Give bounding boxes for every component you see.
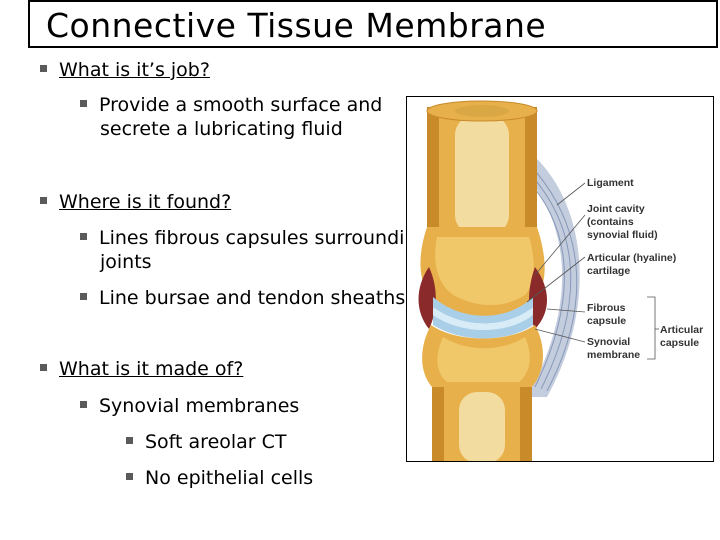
articular-cartilage-upper xyxy=(433,297,533,324)
label-joint-cavity-2: (contains xyxy=(587,216,634,228)
lower-bone xyxy=(422,325,543,461)
answer-job: Provide a smooth surface and xyxy=(80,93,382,117)
label-articular-cartilage: Articular (hyaline) xyxy=(587,252,676,264)
question-found: Where is it found? xyxy=(40,190,231,214)
upper-bone xyxy=(420,100,545,317)
bullet-icon xyxy=(40,364,47,371)
label-articular-cartilage-2: cartilage xyxy=(587,265,630,277)
answer-found-2: Line bursae and tendon sheaths xyxy=(80,286,405,310)
question-text: What is it made of? xyxy=(59,358,244,380)
bullet-icon xyxy=(126,473,133,480)
label-articular-capsule: Articular xyxy=(660,324,703,336)
answer-text: joints xyxy=(100,251,152,273)
bullet-icon xyxy=(80,293,87,300)
title-box: Connective Tissue Membrane xyxy=(28,0,718,48)
synovial-joint-diagram: Ligament Joint cavity (contains synovial… xyxy=(418,100,703,461)
label-articular-capsule-2: capsule xyxy=(660,337,699,349)
bullet-icon xyxy=(80,233,87,240)
label-joint-cavity: Joint cavity xyxy=(587,203,645,215)
bullet-icon xyxy=(126,437,133,444)
label-joint-cavity-3: synovial fluid) xyxy=(587,229,658,241)
answer-text: secrete a lubricating fluid xyxy=(100,118,343,140)
question-made-of: What is it made of? xyxy=(40,357,243,381)
label-ligament: Ligament xyxy=(587,177,634,189)
synovial-membrane-left xyxy=(418,267,436,329)
bullet-icon xyxy=(80,401,87,408)
question-text: Where is it found? xyxy=(59,191,232,213)
answer-text: Provide a smooth surface and xyxy=(99,94,383,116)
bullet-icon xyxy=(80,100,87,107)
bullet-icon xyxy=(40,197,47,204)
articular-cartilage-lower xyxy=(433,315,533,339)
label-fibrous-capsule-2: capsule xyxy=(587,315,626,327)
label-synovial-membrane-2: membrane xyxy=(587,349,640,361)
question-job: What is it’s job? xyxy=(40,58,210,82)
label-fibrous-capsule: Fibrous xyxy=(587,302,626,314)
answer-text: Synovial membranes xyxy=(99,395,300,417)
answer-text: Soft areolar CT xyxy=(145,431,287,453)
answer-made-1: Synovial membranes xyxy=(80,394,299,418)
synovial-membrane-right xyxy=(529,267,547,329)
answer-text: No epithelial cells xyxy=(145,467,314,489)
synovial-joint-figure: Ligament Joint cavity (contains synovial… xyxy=(406,96,714,462)
answer-text: Line bursae and tendon sheaths xyxy=(99,287,406,309)
answer-job-cont: secrete a lubricating fluid xyxy=(100,117,343,141)
answer-found-1: Lines fibrous capsules surrounding xyxy=(80,226,429,250)
answer-made-2: Soft areolar CT xyxy=(126,430,287,454)
answer-made-3: No epithelial cells xyxy=(126,466,313,490)
label-synovial-membrane: Synovial xyxy=(587,336,630,348)
answer-found-1-cont: joints xyxy=(100,250,152,274)
question-text: What is it’s job? xyxy=(59,59,210,81)
slide-title: Connective Tissue Membrane xyxy=(46,6,547,45)
answer-text: Lines fibrous capsules surrounding xyxy=(99,227,429,249)
bullet-icon xyxy=(40,65,47,72)
joint-cavity xyxy=(433,307,533,330)
